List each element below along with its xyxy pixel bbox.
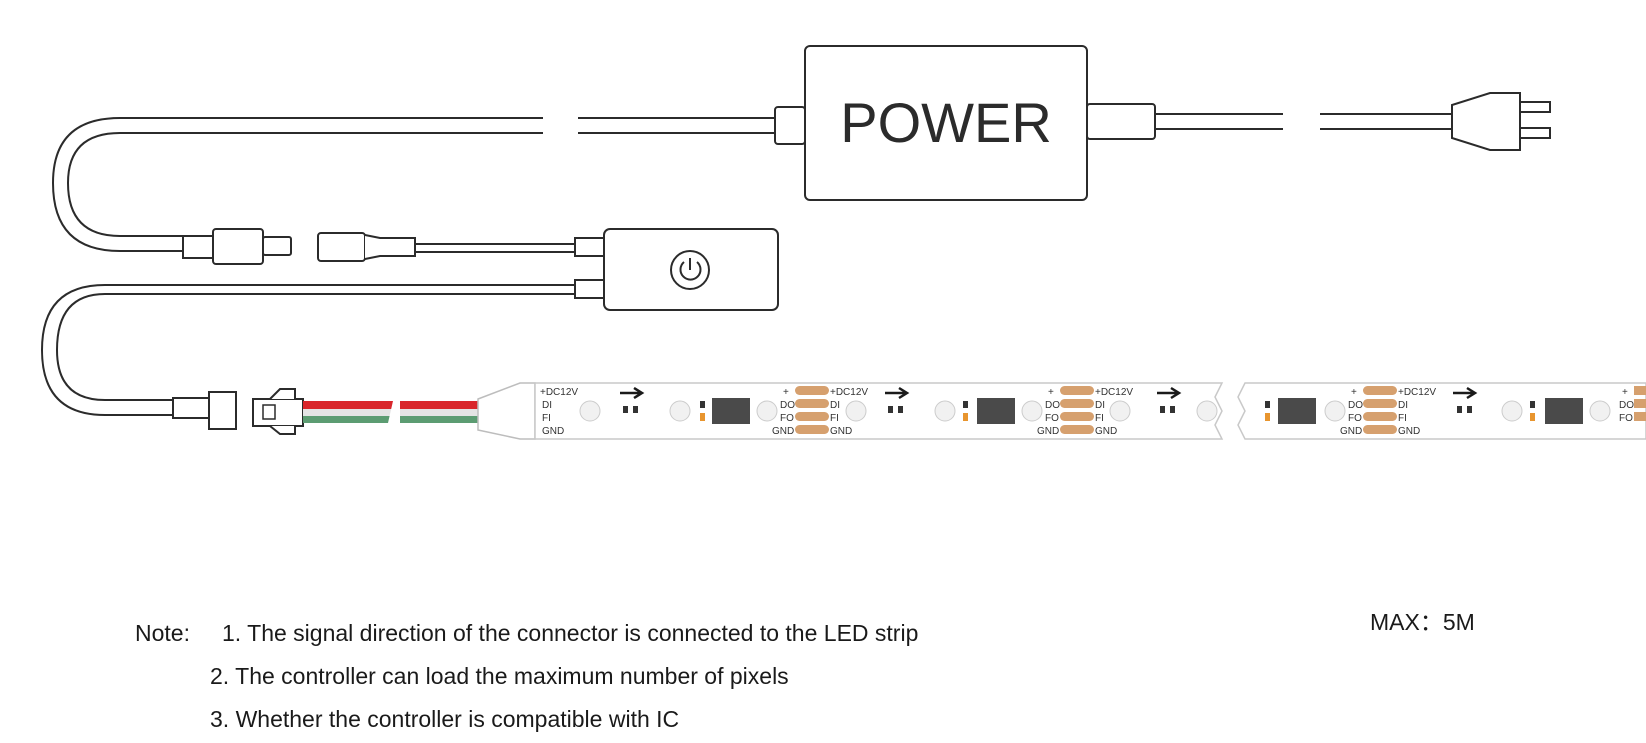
svg-text:DO: DO xyxy=(1045,400,1060,411)
power-label: POWER xyxy=(840,91,1052,154)
strip-input-labels: +DC12V DI FI GND xyxy=(540,387,578,437)
pixel-unit xyxy=(1109,386,1218,422)
pixel-unit xyxy=(1453,386,1611,424)
svg-text:GND: GND xyxy=(830,426,852,437)
svg-text:+DC12V: +DC12V xyxy=(540,387,578,398)
svg-text:+: + xyxy=(1351,387,1357,398)
svg-text:+DC12V: +DC12V xyxy=(1398,387,1436,398)
svg-text:DI: DI xyxy=(1095,400,1105,411)
svg-text:GND: GND xyxy=(542,426,564,437)
dc-plug-male xyxy=(182,228,292,265)
svg-text:+: + xyxy=(783,387,789,398)
svg-text:+: + xyxy=(1622,387,1628,398)
power-button-icon xyxy=(670,250,710,290)
led-strip: +DC12V DI FI GND xyxy=(477,382,1646,440)
ac-cable xyxy=(1155,113,1452,130)
dc-jack-female xyxy=(317,232,416,262)
svg-text:GND: GND xyxy=(1095,426,1117,437)
pixel-unit xyxy=(579,386,778,424)
led-strip-wires xyxy=(303,401,478,423)
svg-text:+: + xyxy=(1048,387,1054,398)
svg-text:GND: GND xyxy=(1398,426,1420,437)
svg-text:DO: DO xyxy=(1619,400,1634,411)
power-adapter: POWER xyxy=(774,45,1156,201)
ac-plug xyxy=(1451,92,1551,151)
controller-output-cable xyxy=(40,284,575,416)
controller xyxy=(574,228,779,311)
pixel-unit xyxy=(1265,398,1346,424)
pixel-unit xyxy=(845,386,1043,424)
sm-connector-male xyxy=(172,391,237,430)
sm-connector-female xyxy=(252,388,304,435)
svg-text:FO: FO xyxy=(1348,413,1362,424)
svg-text:FI: FI xyxy=(830,413,839,424)
controller-input-cable xyxy=(415,243,575,253)
svg-text:FO: FO xyxy=(1619,413,1633,424)
svg-text:FI: FI xyxy=(1398,413,1407,424)
svg-text:FO: FO xyxy=(1045,413,1059,424)
dc-cable xyxy=(51,117,775,252)
svg-text:FI: FI xyxy=(542,413,551,424)
svg-text:DI: DI xyxy=(1398,400,1408,411)
svg-text:DO: DO xyxy=(780,400,795,411)
svg-text:+DC12V: +DC12V xyxy=(830,387,868,398)
svg-text:GND: GND xyxy=(1340,426,1362,437)
svg-text:GND: GND xyxy=(1037,426,1059,437)
svg-text:DI: DI xyxy=(830,400,840,411)
cut-point-labels: + DO FO GND +DC12V DI FI GND + DO FO GND… xyxy=(772,387,1634,437)
svg-text:GND: GND xyxy=(772,426,794,437)
svg-text:FI: FI xyxy=(1095,413,1104,424)
svg-text:DO: DO xyxy=(1348,400,1363,411)
svg-text:+DC12V: +DC12V xyxy=(1095,387,1133,398)
svg-text:DI: DI xyxy=(542,400,552,411)
svg-text:FO: FO xyxy=(780,413,794,424)
cut-point-pads xyxy=(795,386,1646,434)
